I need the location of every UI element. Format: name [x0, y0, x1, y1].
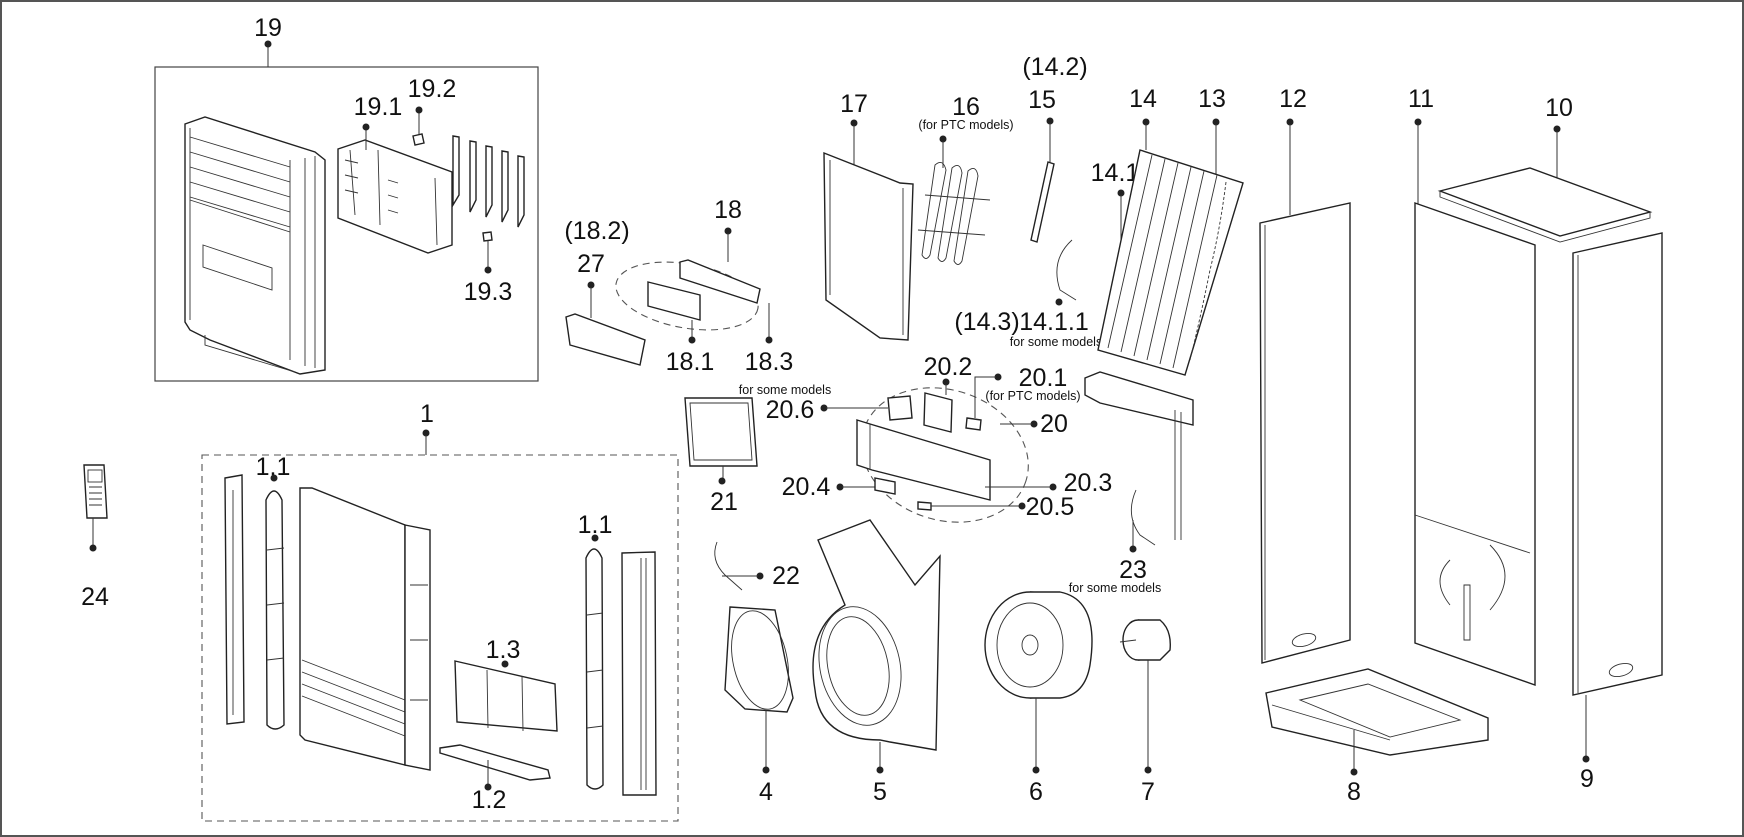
- callout-5: 5: [873, 778, 887, 806]
- part-11-rear-panel[interactable]: [1414, 202, 1536, 686]
- part-19-2-clip[interactable]: [412, 133, 425, 146]
- callout-13: 13: [1198, 85, 1226, 113]
- callout-1-1-right: 1.1: [578, 511, 613, 539]
- callout-18: 18: [714, 196, 742, 224]
- callout-19-2: 19.2: [408, 75, 457, 103]
- part-20-4-terminal[interactable]: [874, 477, 896, 495]
- part-14-1-1-sensor[interactable]: [1056, 239, 1077, 301]
- callout-20-6: 20.6: [766, 396, 815, 424]
- callout-20-2: 20.2: [924, 353, 973, 381]
- callout-19: 19: [254, 14, 282, 42]
- part-8-base-tray[interactable]: [1265, 668, 1489, 756]
- callout-12: 12: [1279, 85, 1307, 113]
- callout-14-1-1: 14.1.1: [1019, 308, 1089, 336]
- callout-20-1: 20.1: [1019, 364, 1068, 392]
- callout-27: 27: [577, 250, 605, 278]
- callout-18-1: 18.1: [666, 348, 715, 376]
- part-12-side-panel-left[interactable]: [1259, 202, 1351, 664]
- callout-18-3: 18.3: [745, 348, 794, 376]
- part-23-pipe-sensor[interactable]: [1130, 489, 1156, 546]
- callout-19-3: 19.3: [464, 278, 513, 306]
- part-17-partition-plate[interactable]: [823, 151, 914, 341]
- part-10-top-cover[interactable]: [1437, 167, 1653, 243]
- callout-20-3: 20.3: [1064, 469, 1113, 497]
- callout-9: 9: [1580, 765, 1594, 793]
- part-21-display-window[interactable]: [684, 397, 758, 467]
- callout-16: 16: [952, 93, 980, 121]
- part-6-centrifugal-fan[interactable]: [984, 591, 1093, 699]
- callout-20-4: 20.4: [782, 473, 831, 501]
- callout-1-3: 1.3: [486, 636, 521, 664]
- callout-11: 11: [1408, 85, 1434, 113]
- callout-17: 17: [840, 90, 868, 118]
- part-20-2-control-board[interactable]: [923, 392, 953, 433]
- callout-14-1-1-note: for some models: [1010, 335, 1102, 349]
- part-20-1-relay[interactable]: [965, 417, 982, 431]
- callout-24: 24: [81, 583, 109, 611]
- part-19-3-clip[interactable]: [482, 231, 493, 242]
- part-22-room-sensor[interactable]: [714, 541, 743, 591]
- group-1-box: [201, 454, 679, 822]
- callout-21: 21: [710, 488, 738, 516]
- callout-20: 20: [1040, 410, 1068, 438]
- part-1-side-grille-left[interactable]: [224, 474, 245, 725]
- part-19-upper-panel[interactable]: [184, 116, 326, 375]
- callout-15: 15: [1028, 86, 1056, 114]
- part-7-fan-motor[interactable]: [1119, 619, 1171, 661]
- callout-23: 23: [1119, 556, 1147, 584]
- part-9-side-panel-right[interactable]: [1572, 232, 1663, 696]
- callout-8: 8: [1347, 778, 1361, 806]
- part-4-inlet-ring[interactable]: [723, 605, 797, 714]
- callout-7: 7: [1141, 778, 1155, 806]
- callout-4: 4: [759, 778, 773, 806]
- part-14-drain-pan[interactable]: [1084, 371, 1194, 540]
- callout-18-2: (18.2): [564, 217, 629, 245]
- callout-10: 10: [1545, 94, 1573, 122]
- callout-19-1: 19.1: [354, 93, 403, 121]
- callout-14-3: (14.3): [954, 308, 1019, 336]
- callout-20-5: 20.5: [1026, 493, 1075, 521]
- callout-1: 1: [420, 400, 434, 428]
- callout-dot-19: [264, 40, 272, 48]
- part-1-2-bottom-cover[interactable]: [439, 744, 551, 781]
- group-20-ellipse: [861, 387, 1029, 523]
- callout-14: 14: [1129, 85, 1157, 113]
- callout-14-2: (14.2): [1022, 53, 1087, 81]
- group-19-box: [154, 66, 539, 382]
- callout-20-1-note: (for PTC models): [985, 389, 1080, 403]
- part-louvres[interactable]: [452, 135, 525, 228]
- part-1-3-front-filter[interactable]: [454, 660, 558, 732]
- callout-20-6-note: for some models: [739, 383, 831, 397]
- callout-14-1: 14.1: [1091, 159, 1140, 187]
- part-1-1-side-filter-left[interactable]: [265, 490, 285, 730]
- part-16-ptc-heater[interactable]: [917, 161, 991, 265]
- callout-6: 6: [1029, 778, 1043, 806]
- callout-1-2: 1.2: [472, 786, 507, 814]
- part-18-display-frame[interactable]: [679, 259, 761, 304]
- part-19-1-frame[interactable]: [337, 139, 453, 254]
- part-27-display-cover[interactable]: [565, 313, 646, 366]
- part-15-heater-tube[interactable]: [1030, 161, 1055, 243]
- callout-23-note: for some models: [1069, 581, 1161, 595]
- part-14-evaporator[interactable]: [1097, 149, 1244, 376]
- part-24-remote-controller[interactable]: [83, 464, 108, 519]
- part-18-1-display-board[interactable]: [647, 281, 701, 321]
- part-20-5-fuse[interactable]: [917, 501, 932, 511]
- callout-16-note: (for PTC models): [918, 118, 1013, 132]
- part-5-volute[interactable]: [808, 519, 941, 751]
- part-20-6-transformer[interactable]: [887, 395, 913, 421]
- part-1-side-grille-right[interactable]: [621, 551, 657, 796]
- part-1-front-panel[interactable]: [299, 487, 431, 771]
- callout-22: 22: [772, 562, 800, 590]
- part-1-1-side-filter-right[interactable]: [585, 548, 604, 790]
